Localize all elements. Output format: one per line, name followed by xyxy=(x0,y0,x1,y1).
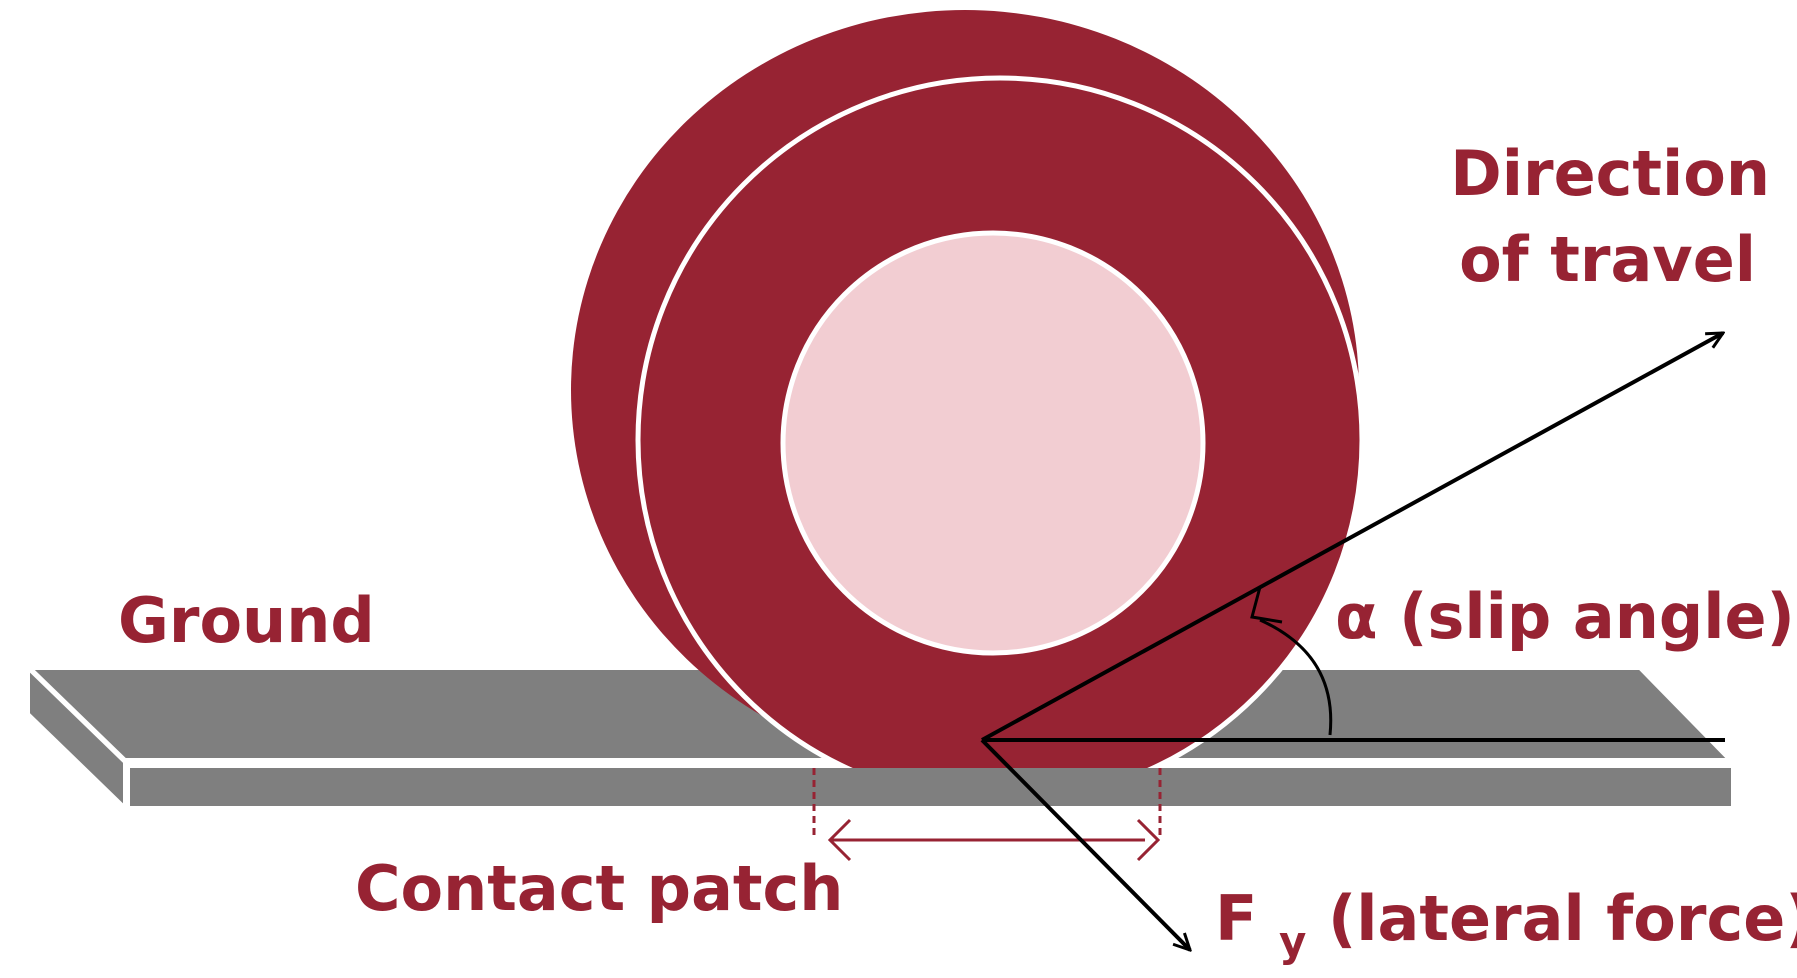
vectors xyxy=(980,331,1725,950)
ground-left-face xyxy=(26,663,127,813)
tire xyxy=(571,10,1365,768)
ground-front-face xyxy=(126,764,1735,810)
direction-of-travel-arrow xyxy=(981,331,1723,742)
slip-angle-arc xyxy=(1259,618,1333,736)
lateral-force-subscript: y xyxy=(1279,917,1306,966)
lateral-force-symbol: F xyxy=(1215,882,1257,955)
contact-patch-markers xyxy=(812,768,1162,862)
ground-label: Ground xyxy=(118,584,375,657)
lateral-force-label: F y (lateral force) xyxy=(1215,882,1797,971)
lateral-force-description: (lateral force) xyxy=(1328,882,1797,955)
contact-patch-label: Contact patch xyxy=(355,852,843,925)
lateral-force-arrow xyxy=(980,738,1190,950)
tire-hub xyxy=(780,230,1206,656)
direction-of-travel-label-line1: Direction xyxy=(1450,137,1770,210)
slip-angle-label: α (slip angle) xyxy=(1335,580,1795,653)
slip-angle-arc-arrowhead xyxy=(1250,586,1283,624)
contact-patch-right-arrowhead xyxy=(1136,818,1161,862)
contact-patch-left-arrowhead xyxy=(827,818,852,862)
direction-of-travel-label-line2: of travel xyxy=(1459,223,1756,296)
